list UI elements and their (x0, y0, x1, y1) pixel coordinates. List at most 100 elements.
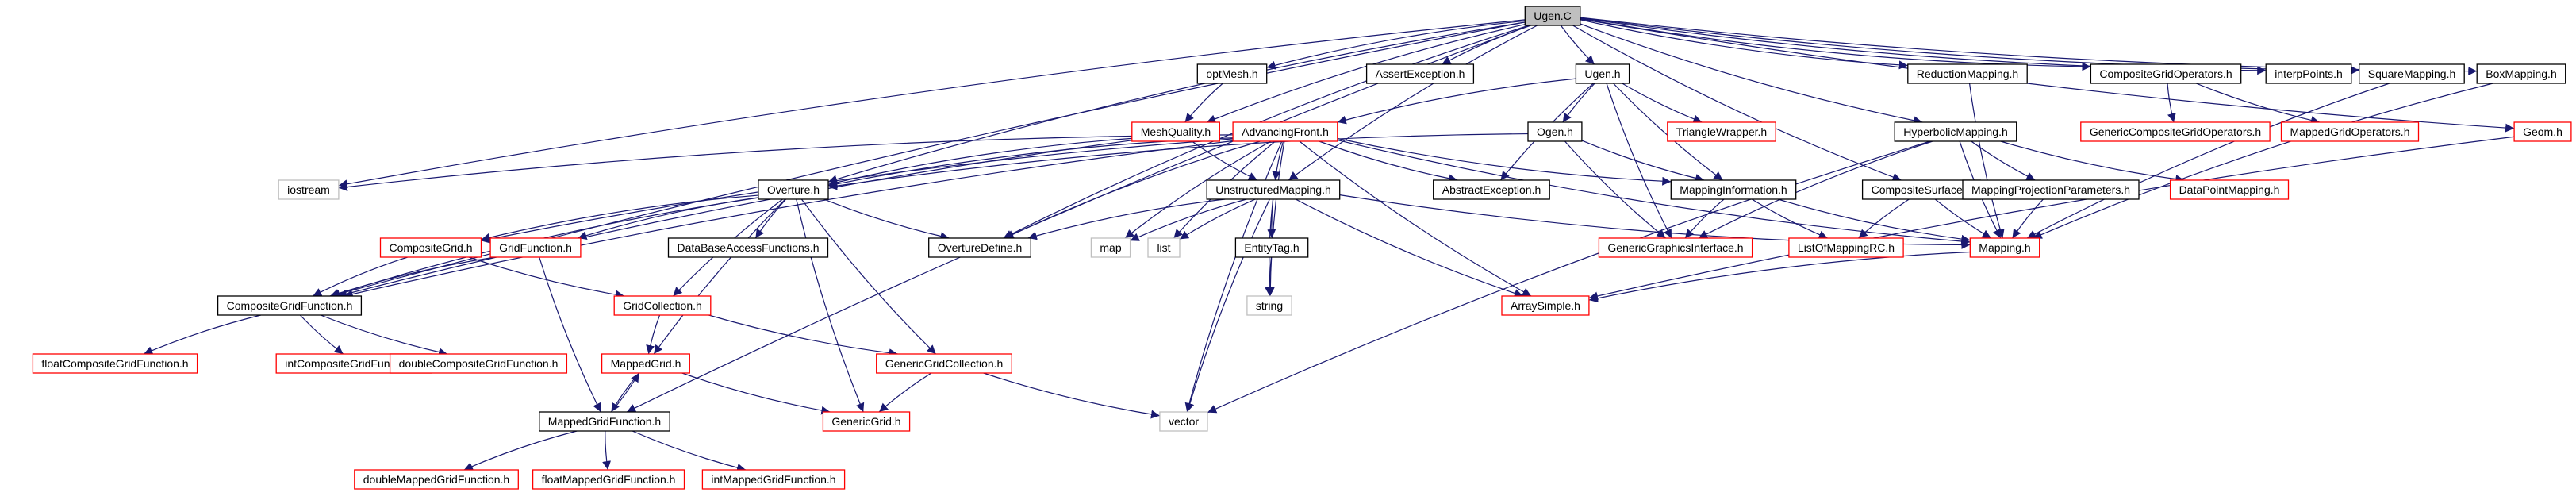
node-label: GridFunction.h (499, 241, 572, 254)
edge-compositegridfunction-h-to-doublecompositegridfunction-h (320, 314, 448, 356)
edge-ugen-h-to-mappinginformation-h (1613, 83, 1723, 181)
node-compositegrid-h[interactable]: CompositeGrid.h (379, 237, 482, 258)
node-label: TriangleWrapper.h (1676, 125, 1767, 138)
node-list[interactable]: list (1147, 237, 1181, 258)
edge-gridfunction-h-to-mappedgridfunction-h (539, 256, 601, 413)
edge-ugen-h-to-ogen-h (1562, 83, 1595, 123)
edge-advancingfront-h-to-compositegridfunction-h (344, 140, 1234, 298)
edge-ugen-h-to-genericgraphicsinterface-h (1606, 83, 1672, 239)
edge-ogen-h-to-overture-h (827, 133, 1529, 190)
node-label: CompositeGridFunction.h (227, 299, 353, 312)
node-genericcompositegridoperators-h[interactable]: GenericCompositeGridOperators.h (2080, 121, 2271, 142)
node-map[interactable]: map (1090, 237, 1131, 258)
edge-advancingfront-h-to-unstructuredmapping-h (1272, 140, 1284, 181)
node-box (32, 353, 198, 374)
node-label: Ogen.h (1537, 125, 1573, 138)
node-ogen-h[interactable]: Ogen.h (1527, 121, 1583, 142)
node-hyperbolicmapping-h[interactable]: HyperbolicMapping.h (1894, 121, 2017, 142)
node-box (928, 237, 1031, 258)
edge-unstructuredmapping-h-to-overturedefine-h (1027, 198, 1226, 240)
node-genericgraphicsinterface-h[interactable]: GenericGraphicsInterface.h (1598, 237, 1753, 258)
node-advancingfront-h[interactable]: AdvancingFront.h (1232, 121, 1338, 142)
node-mappedgridoperators-h[interactable]: MappedGridOperators.h (2280, 121, 2420, 142)
edge-compositegrid-h-to-gridcollection-h (468, 256, 625, 299)
node-label: Geom.h (2523, 125, 2563, 138)
node-doublemappedgridfunction-h[interactable]: doubleMappedGridFunction.h (354, 469, 519, 490)
edge-boxmapping-h-to-mapping-h (2033, 83, 2493, 239)
node-label: MappingInformation.h (1680, 183, 1787, 196)
node-label: AssertException.h (1376, 67, 1465, 80)
node-box (539, 411, 670, 432)
node-iostream[interactable]: iostream (278, 179, 340, 200)
edge-ogen-h-to-mappinginformation-h (1581, 140, 1705, 183)
edge-advancingfront-h-to-mapping-h (1337, 140, 1971, 246)
node-mappedgridfunction-h[interactable]: MappedGridFunction.h (539, 411, 670, 432)
node-string[interactable]: string (1246, 295, 1292, 316)
node-compositegridoperators-h[interactable]: CompositeGridOperators.h (2090, 63, 2242, 84)
node-intmappedgridfunction-h[interactable]: intMappedGridFunction.h (701, 469, 846, 490)
node-optmesh-h[interactable]: optMesh.h (1196, 63, 1268, 84)
node-datapointmapping-h[interactable]: DataPointMapping.h (2169, 179, 2290, 200)
node-overturedefine-h[interactable]: OvertureDefine.h (928, 237, 1031, 258)
node-meshquality-h[interactable]: MeshQuality.h (1131, 121, 1220, 142)
node-label: DataBaseAccessFunctions.h (678, 241, 820, 254)
node-overture-h[interactable]: Overture.h (758, 179, 829, 200)
edge-unstructuredmapping-h-to-map (1130, 198, 1247, 241)
node-compositegridfunction-h[interactable]: CompositeGridFunction.h (217, 295, 363, 316)
edge-optmesh-h-to-meshquality-h (1184, 83, 1223, 123)
node-gridcollection-h[interactable]: GridCollection.h (613, 295, 712, 316)
node-listofmappingrc-h[interactable]: ListOfMappingRC.h (1788, 237, 1904, 258)
node-label: CompositeGridOperators.h (2099, 67, 2232, 80)
node-box (354, 469, 519, 490)
node-box (758, 179, 829, 200)
node-genericgridcollection-h[interactable]: GenericGridCollection.h (876, 353, 1012, 374)
node-arraysimple-h[interactable]: ArraySimple.h (1501, 295, 1590, 316)
node-box (1962, 179, 2140, 200)
node-compositesurface-h[interactable]: CompositeSurface.h (1861, 179, 1982, 200)
edge-unstructuredmapping-h-to-arraysimple-h (1295, 198, 1524, 298)
node-genericgrid-h[interactable]: GenericGrid.h (822, 411, 911, 432)
node-floatmappedgridfunction-h[interactable]: floatMappedGridFunction.h (532, 469, 685, 490)
node-reductionmapping-h[interactable]: ReductionMapping.h (1907, 63, 2028, 84)
node-box (1159, 411, 1208, 432)
node-box (1246, 295, 1292, 316)
node-vector[interactable]: vector (1159, 411, 1208, 432)
node-mappedgrid-h[interactable]: MappedGrid.h (601, 353, 690, 374)
edge-gridcollection-h-to-genericgridcollection-h (708, 314, 898, 358)
node-label: SquareMapping.h (2368, 67, 2456, 80)
node-mappinginformation-h[interactable]: MappingInformation.h (1670, 179, 1797, 200)
node-entitytag-h[interactable]: EntityTag.h (1234, 237, 1309, 258)
node-mappingprojectionparameters-h[interactable]: MappingProjectionParameters.h (1962, 179, 2140, 200)
node-ugen-c[interactable]: Ugen.C (1524, 6, 1581, 26)
node-assertexception-h[interactable]: AssertException.h (1365, 63, 1475, 84)
node-label: AdvancingFront.h (1242, 125, 1329, 138)
node-trianglewrapper-h[interactable]: TriangleWrapper.h (1667, 121, 1776, 142)
node-box (876, 353, 1012, 374)
node-label: MappingProjectionParameters.h (1971, 183, 2130, 196)
node-unstructuredmapping-h[interactable]: UnstructuredMapping.h (1206, 179, 1341, 200)
node-label: GenericGridCollection.h (885, 357, 1004, 370)
node-ugen-h[interactable]: Ugen.h (1575, 63, 1630, 84)
edge-mappedgrid-h-to-mappedgridfunction-h (611, 372, 639, 413)
node-abstractexception-h[interactable]: AbstractException.h (1433, 179, 1550, 200)
node-label: list (1157, 241, 1170, 254)
node-label: iostream (287, 183, 330, 196)
node-mapping-h[interactable]: Mapping.h (1969, 237, 2040, 258)
edge-compositegridoperators-h-to-genericcompositegridoperators-h (2167, 83, 2176, 123)
node-gridfunction-h[interactable]: GridFunction.h (489, 237, 582, 258)
node-doublecompositegridfunction-h[interactable]: doubleCompositeGridFunction.h (389, 353, 568, 374)
node-boxmapping-h[interactable]: BoxMapping.h (2476, 63, 2566, 84)
node-floatcompositegridfunction-h[interactable]: floatCompositeGridFunction.h (32, 353, 198, 374)
edge-hyperbolicmapping-h-to-mappingprojectionparameters-h (1971, 140, 2036, 181)
node-databaseaccessfunctions-h[interactable]: DataBaseAccessFunctions.h (667, 237, 829, 258)
node-geom-h[interactable]: Geom.h (2513, 121, 2572, 142)
node-label: AbstractException.h (1442, 183, 1541, 196)
node-box (1788, 237, 1904, 258)
node-interppoints-h[interactable]: interpPoints.h (2265, 63, 2352, 84)
edge-hyperbolicmapping-h-to-genericgraphicsinterface-h (1698, 140, 1933, 239)
node-label: GridCollection.h (623, 299, 702, 312)
edge-ugen-c-to-interppoints-h (1580, 17, 2267, 75)
node-box (1598, 237, 1753, 258)
node-label: MappedGrid.h (611, 357, 681, 370)
node-squaremapping-h[interactable]: SquareMapping.h (2359, 63, 2465, 84)
